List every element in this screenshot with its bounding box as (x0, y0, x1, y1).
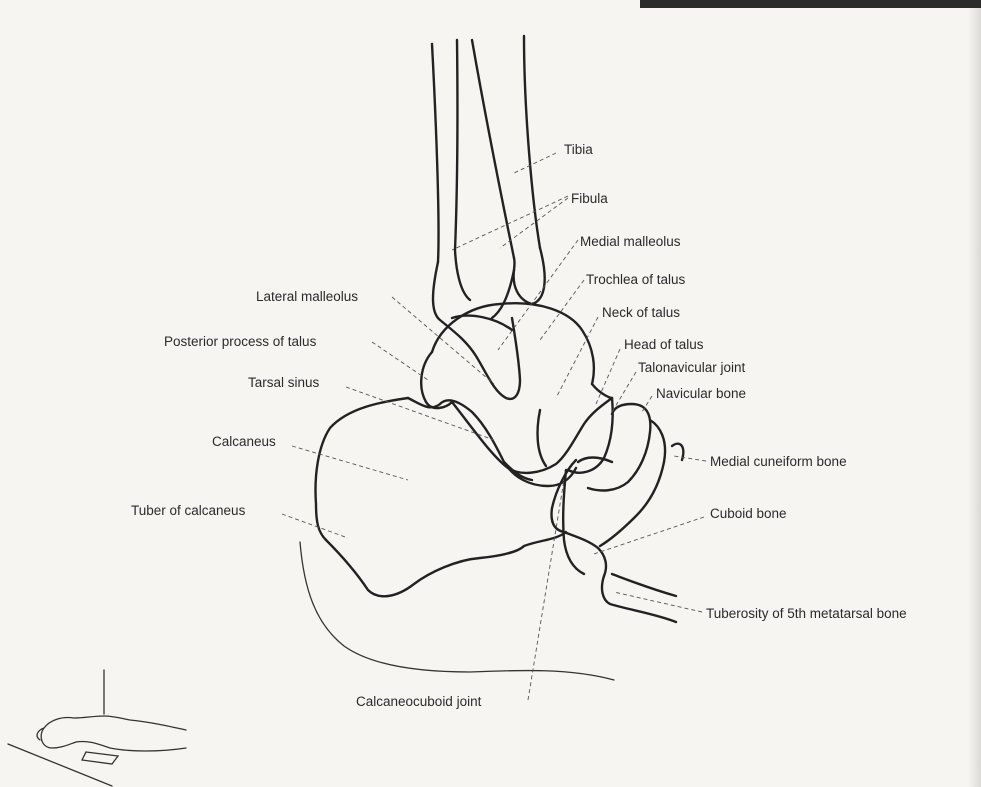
label-neck-of-talus: Neck of talus (602, 305, 680, 320)
labels: Tibia Fibula Medial malleolus Trochlea o… (131, 142, 907, 709)
label-head-of-talus: Head of talus (624, 337, 704, 352)
talus-lower-outline (452, 398, 612, 473)
label-fibula: Fibula (571, 191, 608, 206)
tibia-shaft-left (472, 40, 514, 258)
leader-talonavicular (612, 372, 636, 412)
label-medial-cuneiform-bone: Medial cuneiform bone (710, 454, 847, 469)
inset-cassette (82, 752, 118, 764)
leader-neck (556, 317, 598, 398)
label-trochlea-of-talus: Trochlea of talus (586, 272, 686, 287)
fifth-metatarsal-upper (612, 574, 676, 596)
label-cuboid-bone: Cuboid bone (710, 506, 787, 521)
medial-malleolus-outline (492, 270, 514, 318)
leader-trochlea (540, 280, 584, 340)
talus-dome (432, 303, 594, 384)
fibula-shaft-outline (432, 44, 439, 262)
label-talonavicular-joint: Talonavicular joint (638, 360, 746, 375)
talonavicular-joint-line (538, 410, 546, 466)
label-tarsal-sinus: Tarsal sinus (248, 375, 320, 390)
label-tuberosity-5th-metatarsal: Tuberosity of 5th metatarsal bone (706, 606, 907, 621)
label-navicular-bone: Navicular bone (656, 386, 746, 401)
leader-medial-cuneiform (674, 456, 706, 461)
leader-calcaneus (292, 446, 408, 480)
lateral-malleolus-outline (433, 262, 520, 399)
label-medial-malleolus: Medial malleolus (580, 234, 681, 249)
label-posterior-process-of-talus: Posterior process of talus (164, 334, 317, 349)
leader-lateral-malleolus (392, 297, 494, 384)
leader-posterior-process (372, 342, 428, 380)
calcaneus-outline (316, 398, 566, 596)
label-tibia: Tibia (564, 142, 593, 157)
ankle-lateral-view-diagram: Tibia Fibula Medial malleolus Trochlea o… (0, 0, 960, 787)
fibula-shaft-inner (455, 40, 457, 250)
leader-cuboid (594, 517, 704, 554)
bone-outlines (300, 36, 683, 680)
label-tuber-of-calcaneus: Tuber of calcaneus (131, 503, 246, 518)
fibula-distal-inner (455, 250, 470, 300)
leader-medial-malleolus (498, 240, 578, 350)
page-edge-shadow (968, 8, 981, 787)
leader-tuber (282, 514, 348, 538)
cuboid-outline (552, 460, 607, 576)
calcaneocuboid-joint-line (563, 470, 584, 574)
label-calcaneus: Calcaneus (212, 434, 276, 449)
inset-foot-outline (41, 716, 186, 751)
inset-table-line (8, 744, 112, 786)
leader-tibia (512, 153, 556, 174)
cuboid-inner-line (578, 458, 612, 463)
label-lateral-malleolus: Lateral malleolus (256, 289, 358, 304)
tibia-distal-outline (514, 248, 545, 304)
tibia-shaft-right (524, 36, 540, 248)
talus-dome-inner (452, 316, 512, 330)
calcaneus-top-outline (408, 398, 576, 486)
navicular-outline (588, 404, 650, 490)
positioning-inset-icon (8, 670, 186, 786)
leader-calcaneocuboid (528, 480, 564, 700)
label-calcaneocuboid-joint: Calcaneocuboid joint (356, 694, 482, 709)
